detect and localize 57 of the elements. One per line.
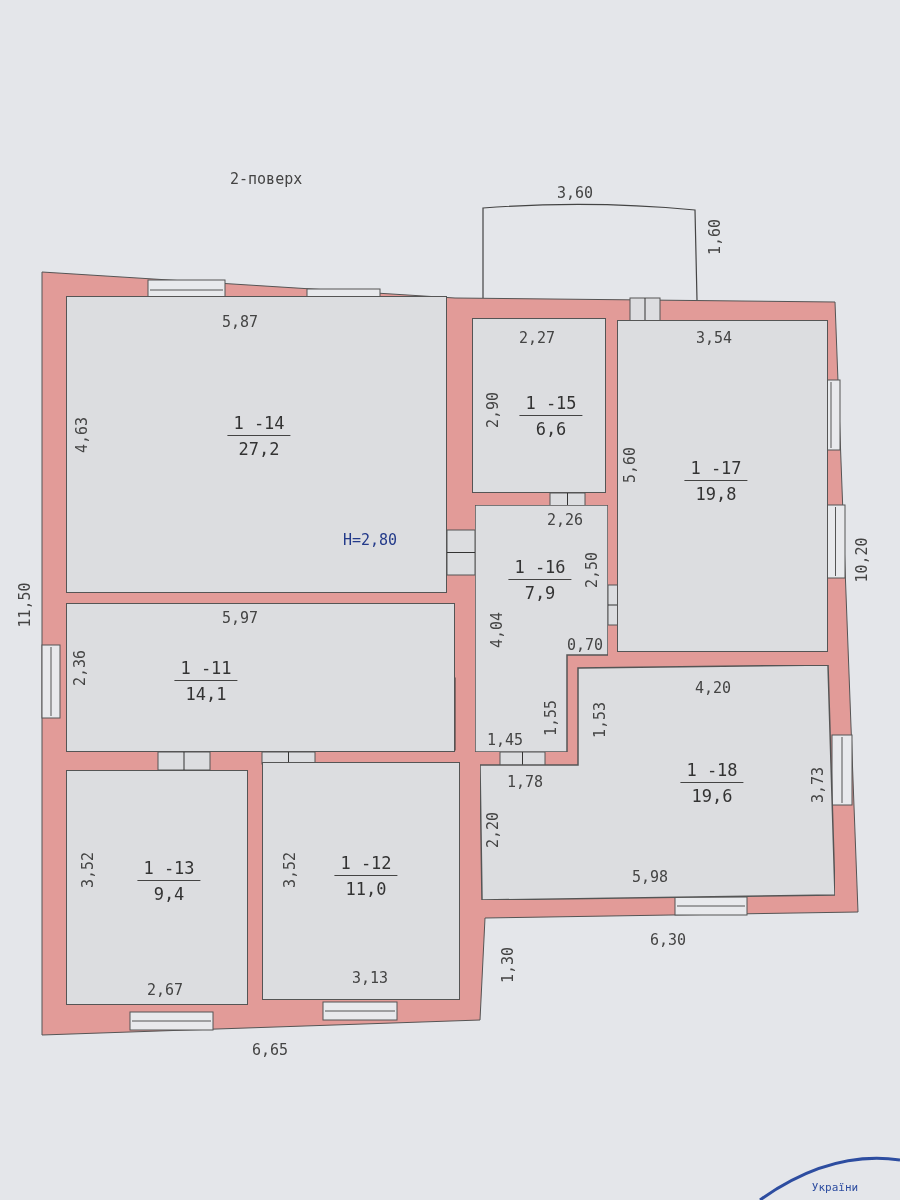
stamp-text: України bbox=[811, 1180, 859, 1194]
dimension-label: 2,50 bbox=[583, 551, 601, 589]
dimension-label: 1,30 bbox=[499, 946, 517, 984]
dimension-label: 4,04 bbox=[488, 611, 506, 649]
dimension-label: 5,97 bbox=[221, 609, 259, 627]
dimension-label: 2,36 bbox=[71, 649, 89, 687]
room-area: 7,9 bbox=[524, 580, 556, 603]
room bbox=[66, 296, 447, 593]
room bbox=[66, 603, 455, 752]
dimension-label: 1,45 bbox=[486, 731, 524, 749]
dimension-label: 2,67 bbox=[146, 981, 184, 999]
dimension-label: 4,63 bbox=[73, 416, 91, 454]
floor-title: 2-поверх bbox=[230, 170, 303, 188]
dimension-label: 5,87 bbox=[221, 313, 259, 331]
dimension-label: 11,50 bbox=[16, 582, 34, 628]
dimension-label: 2,90 bbox=[484, 391, 502, 429]
dimension-label: 1,53 bbox=[591, 701, 609, 739]
room-number: 1 -12 bbox=[334, 853, 398, 876]
room-area: 14,1 bbox=[185, 681, 227, 704]
room-area: 27,2 bbox=[238, 436, 280, 459]
dimension-label: 6,65 bbox=[251, 1041, 289, 1059]
room-area: 19,8 bbox=[695, 481, 737, 504]
room-number: 1 -11 bbox=[174, 658, 238, 681]
dimension-label: 3,54 bbox=[695, 329, 733, 347]
room bbox=[66, 770, 248, 1005]
dimension-label: 3,52 bbox=[79, 851, 97, 889]
room-number: 1 -14 bbox=[227, 413, 291, 436]
room-area: 6,6 bbox=[535, 416, 567, 439]
dimension-label: 5,60 bbox=[621, 446, 639, 484]
ceiling-height-note: Н=2,80 bbox=[342, 531, 398, 549]
dimension-label: 4,20 bbox=[694, 679, 732, 697]
room-area: 11,0 bbox=[345, 876, 387, 899]
dimension-label: 1,60 bbox=[706, 218, 724, 256]
dimension-label: 2,27 bbox=[518, 329, 556, 347]
room-number: 1 -17 bbox=[684, 458, 748, 481]
room-number: 1 -15 bbox=[519, 393, 583, 416]
dimension-label: 3,73 bbox=[809, 766, 827, 804]
dimension-label: 1,55 bbox=[542, 699, 560, 737]
room bbox=[617, 320, 828, 652]
dimension-label: 2,26 bbox=[546, 511, 584, 529]
dimension-label: 10,20 bbox=[853, 537, 871, 583]
dimension-label: 3,13 bbox=[351, 969, 389, 987]
dimension-label: 0,70 bbox=[566, 636, 604, 654]
room bbox=[262, 762, 460, 1000]
room-number: 1 -18 bbox=[680, 760, 744, 783]
dimension-label: 5,98 bbox=[631, 868, 669, 886]
dimension-label: 1,78 bbox=[506, 773, 544, 791]
dimension-label: 3,52 bbox=[281, 851, 299, 889]
room bbox=[472, 318, 606, 493]
room-number: 1 -13 bbox=[137, 858, 201, 881]
room-area: 9,4 bbox=[153, 881, 185, 904]
dimension-label: 2,20 bbox=[484, 811, 502, 849]
room-number: 1 -16 bbox=[508, 557, 572, 580]
dimension-label: 3,60 bbox=[556, 184, 594, 202]
room-area: 19,6 bbox=[691, 783, 733, 806]
room bbox=[475, 505, 608, 752]
dimension-label: 6,30 bbox=[649, 931, 687, 949]
